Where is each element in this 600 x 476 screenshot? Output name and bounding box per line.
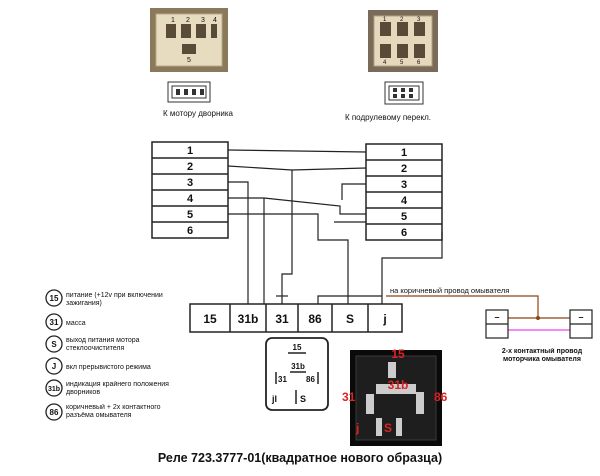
wire-left3-to-15 [228, 181, 249, 304]
motor-connector-schematic [167, 81, 211, 103]
steering-pin-2: 2 [400, 17, 404, 23]
motor-pin-4: 4 [213, 17, 217, 24]
relay-view-31: 31 [278, 375, 287, 384]
relay-view-s: S [300, 394, 306, 404]
washer-wire-note: на коричневый провод омывателя [390, 286, 509, 295]
right-row-1: 1 [401, 147, 407, 159]
wire-2-to-2 [227, 165, 367, 171]
left-pin-block: 1 2 3 4 5 6 [151, 141, 229, 239]
left-row-4: 4 [187, 193, 194, 205]
wire-1-to-1 [227, 149, 367, 153]
terminal-31: 31 [275, 312, 289, 326]
relay-photo-31b: 31b [388, 378, 409, 392]
legend-text: вкл прерывистого режима [66, 364, 151, 371]
steering-pin-6: 6 [417, 60, 421, 66]
legend-symbol: 31b [48, 386, 60, 393]
relay-photo-86: 86 [434, 390, 448, 404]
legend-text: индикация крайнего положения дворников [66, 381, 169, 396]
wire-left5-to-s [228, 213, 349, 304]
relay-photo-j: j [355, 421, 359, 435]
wiring [227, 149, 443, 304]
wire-right6-to-j [381, 232, 443, 304]
washer-connector: – – 2-х контактный провод моторчика омыв… [485, 309, 593, 363]
legend-symbol: J [52, 362, 56, 371]
legend-item-86: 86 коричневый + 2х контактного разъёма о… [45, 403, 161, 421]
left-row-1: 1 [187, 145, 193, 157]
relay-view-86: 86 [306, 375, 315, 384]
steering-connector-schematic [384, 81, 424, 105]
relay-photo: 15 31b 31 86 j S [342, 347, 448, 446]
legend-item-j: J вкл прерывистого режима [45, 357, 151, 375]
relay-view-31b: 31b [291, 362, 305, 371]
steering-connector-caption: К подрулевому перекл. [345, 113, 431, 122]
right-row-5: 5 [401, 211, 407, 223]
terminal-j: j [382, 312, 386, 326]
legend-item-31: 31 масса [45, 313, 86, 331]
left-row-5: 5 [187, 209, 193, 221]
steering-pin-5: 5 [400, 60, 404, 66]
relay-view-jl: jl [271, 394, 277, 404]
legend-symbol: 31 [50, 318, 59, 327]
motor-pin-5: 5 [187, 57, 191, 64]
terminal-15: 15 [203, 312, 217, 326]
left-row-6: 6 [187, 225, 193, 237]
relay-view-15: 15 [293, 343, 302, 352]
wire-4-to-4 [228, 197, 366, 215]
right-row-2: 2 [401, 163, 407, 175]
wire-junction-to-31 [281, 170, 293, 304]
motor-pin-3: 3 [201, 17, 205, 24]
relay-photo-31: 31 [342, 390, 356, 404]
relay-photo-15: 15 [391, 347, 405, 361]
washer-minus-right: – [578, 312, 583, 322]
motor-connector-caption: К мотору дворника [163, 109, 234, 118]
footer-title: Реле 723.3777-01(квадратное нового образ… [158, 451, 442, 465]
terminal-s: S [346, 312, 354, 326]
right-row-4: 4 [401, 195, 408, 207]
legend-item-31b: 31b индикация крайнего положения дворник… [45, 379, 169, 397]
right-row-3: 3 [401, 179, 407, 191]
legend-text: выход питания мотора стеклоочистителя [66, 337, 140, 352]
legend-symbol: 15 [50, 294, 59, 303]
steering-pin-4: 4 [383, 60, 387, 66]
steering-pin-3: 3 [417, 17, 421, 23]
motor-pin-1: 1 [171, 17, 175, 24]
motor-connector-photo: 1 2 3 4 5 [150, 8, 228, 72]
terminal-86: 86 [308, 312, 322, 326]
legend-text: масса [66, 320, 86, 327]
wire-right3-to-j [341, 183, 366, 200]
relay-terminal-strip: 15 31b 31 86 S j [189, 303, 403, 333]
wire-86-up [317, 295, 382, 304]
left-row-2: 2 [187, 161, 193, 173]
steering-pin-1: 1 [383, 17, 387, 23]
right-pin-block: 1 2 3 4 5 6 [365, 143, 443, 241]
motor-pin-2: 2 [186, 17, 190, 24]
legend-text: питание (+12v при включении зажигания) [66, 292, 163, 307]
steering-connector-photo: 1 2 3 4 5 6 [368, 10, 438, 72]
washer-wire [386, 295, 570, 331]
left-row-3: 3 [187, 177, 193, 189]
legend-text: коричневый + 2х контактного разъёма омыв… [66, 404, 161, 419]
terminal-31b: 31b [238, 312, 259, 326]
relay-photo-s: S [384, 421, 392, 435]
legend: 15 питание (+12v при включении зажигания… [45, 289, 169, 421]
legend-item-15: 15 питание (+12v при включении зажигания… [45, 289, 163, 307]
legend-symbol: 86 [50, 408, 59, 417]
right-row-6: 6 [401, 227, 407, 239]
relay-top-view: 15 31b 31 86 jl S [265, 337, 329, 411]
washer-minus-left: – [494, 312, 499, 322]
legend-item-s: S выход питания мотора стеклоочистителя [45, 335, 140, 353]
washer-connector-caption: 2-х контактный провод моторчика омывател… [501, 348, 583, 363]
legend-symbol: S [51, 340, 57, 349]
